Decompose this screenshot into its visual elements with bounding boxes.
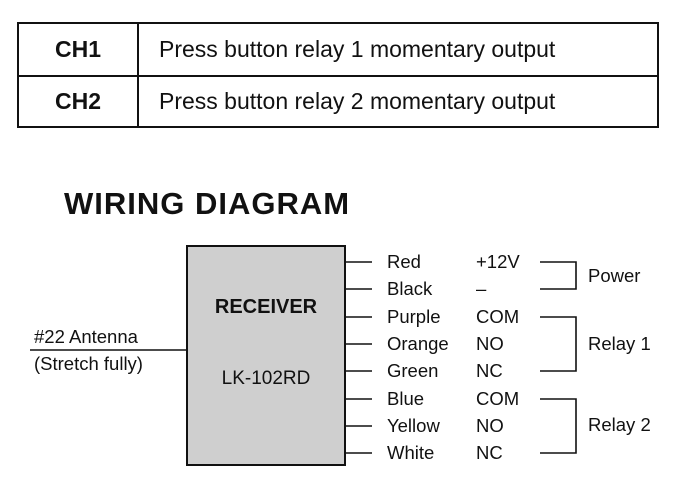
wire-color-label: Purple: [387, 306, 441, 327]
terminal-label: COM: [476, 306, 520, 327]
channel-description: Press button relay 2 momentary output: [159, 88, 556, 114]
power-group-label: Power: [588, 265, 641, 286]
receiver-model: LK-102RD: [221, 368, 311, 389]
channel-name: CH1: [19, 24, 139, 75]
terminal-label: COM: [476, 388, 520, 409]
wire-color-label: Red: [387, 251, 421, 272]
wire-color-label: Orange: [387, 333, 449, 354]
terminal-label: NO: [476, 415, 504, 436]
receiver-title: RECEIVER: [214, 296, 318, 318]
diagram-title: WIRING DIAGRAM: [64, 186, 351, 221]
terminal-label: NC: [476, 442, 503, 463]
wire-color-label: Green: [387, 360, 439, 381]
wire-color-label: White: [387, 442, 435, 463]
wire-color-label: Black: [387, 278, 433, 299]
terminal-label: –: [476, 278, 487, 299]
relay1-bracket: [540, 316, 577, 372]
antenna-note: (Stretch fully): [34, 353, 143, 374]
antenna-label: #22 Antenna: [34, 326, 138, 347]
table-row: CH1 Press button relay 1 momentary outpu…: [19, 24, 657, 77]
relay1-group-label: Relay 1: [588, 333, 651, 354]
relay2-bracket: [540, 398, 577, 454]
wire-color-label: Blue: [387, 388, 425, 409]
terminal-label: NO: [476, 333, 504, 354]
table-row: CH2 Press button relay 2 momentary outpu…: [19, 76, 657, 127]
channel-name: CH2: [19, 76, 139, 127]
channel-table: CH1 Press button relay 1 momentary outpu…: [17, 22, 659, 128]
receiver-box: [186, 245, 346, 466]
terminal-label: NC: [476, 360, 503, 381]
power-bracket: [540, 261, 577, 290]
channel-description: Press button relay 1 momentary output: [159, 36, 556, 62]
wire-color-label: Yellow: [387, 415, 440, 436]
terminal-label: +12V: [476, 251, 520, 272]
relay2-group-label: Relay 2: [588, 414, 651, 435]
